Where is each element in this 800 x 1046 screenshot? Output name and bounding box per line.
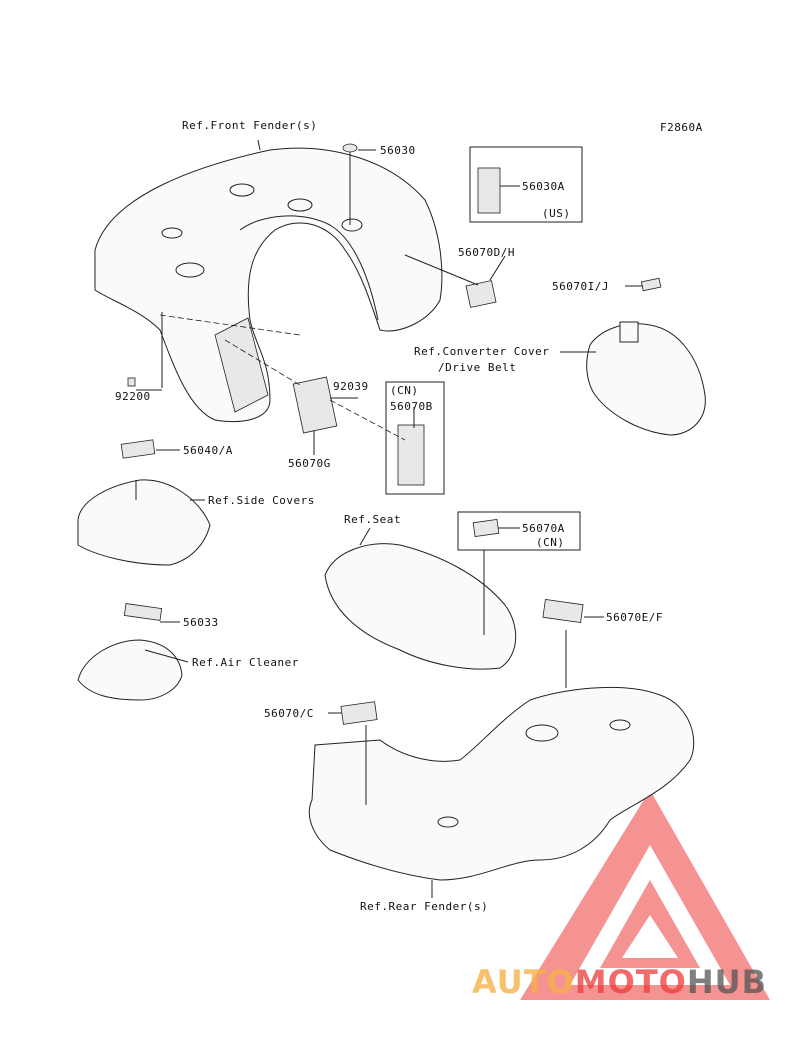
air-cleaner-illustration <box>77 639 183 701</box>
rear-fender-illustration <box>308 686 695 881</box>
watermark-part-auto: AUTO <box>472 963 575 1001</box>
callout-56070a: 56070A <box>522 522 565 535</box>
callout-56040a: 56040/A <box>183 444 233 457</box>
ref-converter-cover-label: Ref.Converter Cover <box>414 345 549 358</box>
callout-56030a: 56030A <box>522 180 565 193</box>
callout-56070g: 56070G <box>288 457 331 470</box>
front-fender-illustration <box>94 147 443 423</box>
ref-rear-fender-label: Ref.Rear Fender(s) <box>360 900 488 913</box>
decal-56070ij-illustration <box>640 277 662 292</box>
callout-56070ij: 56070I/J <box>552 280 609 293</box>
callout-cn-56070b: (CN) <box>390 384 419 397</box>
ref-seat-label: Ref.Seat <box>344 513 401 526</box>
callout-92200: 92200 <box>115 390 151 403</box>
decal-56070b-illustration <box>397 424 425 486</box>
callout-56030: 56030 <box>380 144 416 157</box>
ref-side-covers-label: Ref.Side Covers <box>208 494 315 507</box>
inset-box-56030a <box>469 146 583 223</box>
side-cover-illustration <box>77 479 211 566</box>
decal-56030a-illustration <box>477 167 501 214</box>
callout-56070b: 56070B <box>390 400 433 413</box>
decal-56033-illustration <box>123 603 163 621</box>
ref-drive-belt-label: /Drive Belt <box>438 361 516 374</box>
decal-56070ef-illustration <box>542 598 584 624</box>
inset-box-56070b <box>385 381 445 495</box>
callout-56070c: 56070/C <box>264 707 314 720</box>
watermark-triangle-icon <box>520 790 770 1000</box>
diagram-code: F2860A <box>660 121 703 134</box>
ref-front-fender-label: Ref.Front Fender(s) <box>182 119 317 132</box>
callout-92039: 92039 <box>333 380 369 393</box>
callout-56070ef: 56070E/F <box>606 611 663 624</box>
callout-cn-56070a: (CN) <box>536 536 565 549</box>
watermark-part-moto: MOTO <box>575 963 687 1001</box>
grommet-56030-illustration <box>342 143 358 153</box>
decal-56040a-illustration <box>120 439 156 459</box>
reference-dashed-lines <box>159 314 406 441</box>
decal-56070a-illustration <box>472 518 500 538</box>
callout-56033: 56033 <box>183 616 219 629</box>
inset-box-56070a <box>457 511 581 551</box>
watermark-brand-text: AUTOMOTOHUB <box>472 963 767 1001</box>
converter-cover-illustration <box>586 323 706 436</box>
converter-intake-illustration <box>619 321 639 343</box>
ref-air-cleaner-label: Ref.Air Cleaner <box>192 656 299 669</box>
decal-56070c-illustration <box>340 701 378 725</box>
decal-56070g-illustration <box>292 376 338 434</box>
watermark-part-hub: HUB <box>687 963 767 1001</box>
callout-us: (US) <box>542 207 571 220</box>
screw-92200-illustration <box>127 377 136 387</box>
leader-lines <box>135 139 643 898</box>
callout-56070dh: 56070D/H <box>458 246 515 259</box>
seat-illustration <box>324 543 517 670</box>
decal-56070dh-illustration <box>465 280 497 308</box>
